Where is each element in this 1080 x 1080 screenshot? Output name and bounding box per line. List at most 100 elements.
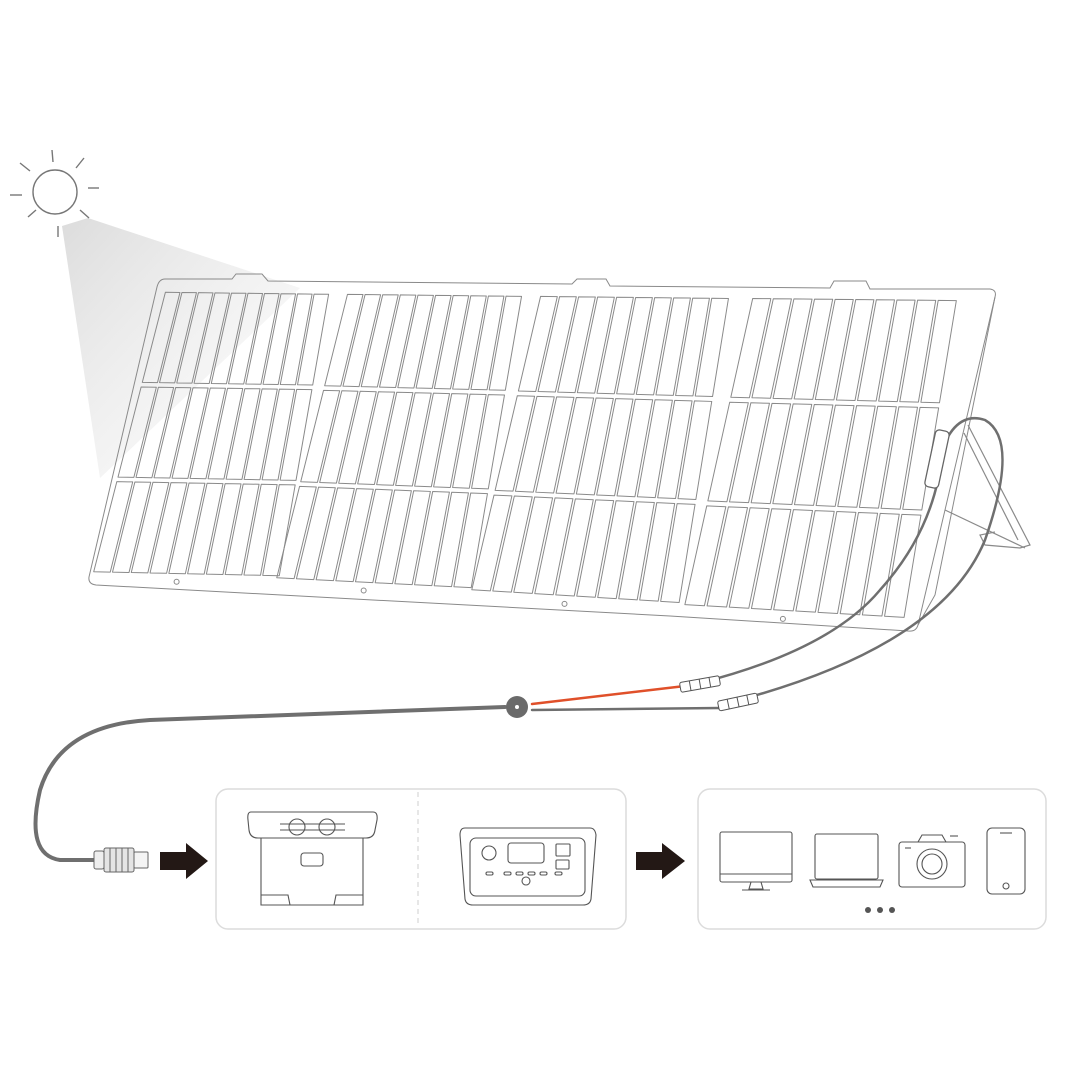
solar-cell-strip <box>880 406 918 510</box>
solar-cell-strip <box>300 389 341 483</box>
solar-cell-strip <box>379 294 417 389</box>
solar-cell-strip <box>130 481 170 574</box>
solar-cell-strip <box>279 293 313 386</box>
solar-cell-strip <box>149 482 188 574</box>
solar-cell-strip <box>433 393 469 488</box>
cable-gray-branch <box>530 706 722 712</box>
solar-cell-strip <box>471 494 513 592</box>
solar-cell-strip <box>835 299 875 401</box>
solar-cell-strip <box>793 403 834 506</box>
power-stations-box <box>215 788 627 930</box>
junction-box <box>924 429 950 489</box>
solar-cell-strip <box>453 492 488 589</box>
solar-cell-strip <box>471 394 505 490</box>
mc4-connector <box>717 692 759 712</box>
phone-icon <box>986 827 1026 895</box>
solar-cell-strip <box>297 293 330 386</box>
solar-cell-strip <box>857 299 896 402</box>
solar-cell-strip <box>319 390 359 484</box>
solar-cell-strip <box>557 296 596 394</box>
solar-cell-strip <box>576 499 615 598</box>
solar-cell-strip <box>228 292 264 385</box>
solar-cell-strip <box>117 386 157 478</box>
solar-cell-strip <box>517 295 558 392</box>
solar-cell-strip <box>376 391 414 486</box>
arrow-right-icon <box>636 843 685 879</box>
solar-cell-strip <box>814 298 854 401</box>
solar-cell-strip <box>815 404 855 507</box>
solar-cell-strip <box>111 481 152 574</box>
solar-cell-strip <box>338 390 377 485</box>
solar-cell-strip <box>655 297 691 396</box>
solar-cell-strip <box>597 500 635 600</box>
solar-cell-strip <box>193 292 230 384</box>
solar-cell-strip <box>394 490 431 586</box>
solar-cell-strip <box>635 297 672 396</box>
solar-cell-strip <box>488 295 523 391</box>
solar-cell-strip <box>360 294 399 388</box>
kickstand <box>944 424 1031 549</box>
solar-cell-strip <box>730 298 772 399</box>
solar-cell-strip <box>324 293 364 387</box>
solar-cell-strip <box>884 513 922 618</box>
solar-cell-strip <box>513 496 554 594</box>
solar-cell-strip <box>354 488 393 584</box>
sun-icon <box>10 149 99 237</box>
solar-cell-strip <box>224 483 260 576</box>
solar-cell-strip <box>596 296 634 395</box>
grommet-hole <box>561 600 568 607</box>
cable-pos <box>718 417 1004 707</box>
solar-cell-strip <box>616 296 653 395</box>
cables <box>33 417 1004 862</box>
solar-cell-strip <box>141 291 181 384</box>
solar-cell-strip <box>262 484 296 577</box>
solar-cell-strip <box>395 392 432 487</box>
solar-cell-strip <box>636 399 673 499</box>
solar-cell-strip <box>397 294 434 389</box>
solar-cell-strip <box>878 299 916 403</box>
solar-cell-strip <box>694 297 729 397</box>
solar-cell-strip <box>793 298 834 400</box>
solar-cell-strip <box>415 294 452 389</box>
solar-cell-strip <box>575 397 614 496</box>
solar-cell-strip <box>243 483 278 576</box>
grommet-hole <box>779 615 786 622</box>
solar-cell-strip <box>677 400 713 500</box>
solar-cell-strip <box>514 395 555 493</box>
solar-cell-strip <box>728 507 770 609</box>
solar-cell-strip <box>707 401 749 503</box>
solar-cell-strip <box>261 388 296 481</box>
solar-cell-strip <box>245 292 280 385</box>
solar-cell-strip <box>168 482 206 575</box>
solar-cell-strip <box>433 295 470 390</box>
solar-cell-strip <box>279 388 313 481</box>
more-dots-icon <box>865 907 895 913</box>
solar-cell-strip <box>357 391 396 486</box>
y-branch-dot <box>515 705 519 709</box>
solar-cell-strip <box>899 299 937 403</box>
solar-cell-strip <box>470 295 505 391</box>
solar-cell-strip <box>452 295 487 390</box>
solar-cell-strip <box>902 406 940 511</box>
cable-neg <box>698 478 940 685</box>
solar-cell-strip <box>534 497 574 596</box>
solar-cell-strip <box>729 402 770 504</box>
solar-panel <box>88 273 996 632</box>
solar-cell-strip <box>492 495 533 593</box>
mc4-connector <box>679 675 721 693</box>
solar-cell-strip <box>839 511 879 616</box>
solar-cell-strip <box>684 505 727 607</box>
solar-cell-strip <box>207 387 244 480</box>
solar-cell-strip <box>205 483 242 575</box>
power-station-large <box>247 811 378 906</box>
grommet-hole <box>173 578 180 585</box>
solar-cell-strip <box>176 292 214 384</box>
solar-cell-strip <box>639 502 676 602</box>
cable-red <box>530 684 687 706</box>
laptop-icon <box>809 833 884 888</box>
solar-cell-strip <box>187 482 224 575</box>
solar-cell-strip <box>335 488 374 583</box>
main-cable <box>33 705 507 862</box>
solar-cell-strip <box>750 402 792 505</box>
